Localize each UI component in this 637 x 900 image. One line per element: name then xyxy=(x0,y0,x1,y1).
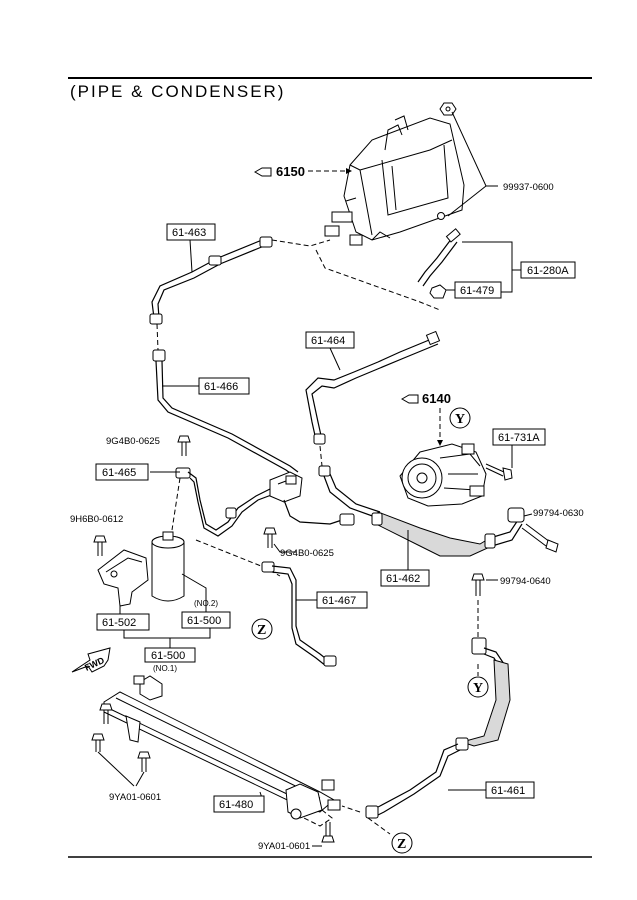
callout-61-500-lower: 61-500 xyxy=(151,650,185,662)
callout-61-464: 61-464 xyxy=(311,335,345,347)
callout-61-467: 61-467 xyxy=(322,595,356,607)
drain-nut xyxy=(429,284,447,299)
callout-61-466: 61-466 xyxy=(204,381,238,393)
bolts-9YA01-0601-left xyxy=(91,703,151,772)
bracket-61-502 xyxy=(97,549,149,607)
bolt-9G4B0-0625-upper xyxy=(177,435,191,456)
callout-99937-0600: 99937-0600 xyxy=(503,182,554,193)
callout-61-461: 61-461 xyxy=(491,785,525,797)
condenser xyxy=(103,675,341,820)
hose-61-462 xyxy=(323,473,525,557)
callout-9G4B0-0625-lower: 9G4B0-0625 xyxy=(280,548,334,559)
pipe-61-466 xyxy=(152,323,299,477)
callout-box-61-731A xyxy=(492,428,546,446)
callout-no2: (NO.2) xyxy=(194,599,218,608)
bolt-99794-0640 xyxy=(471,573,485,596)
pipe-61-464 xyxy=(305,330,441,477)
marker-z-circle-lower xyxy=(391,832,413,854)
callout-61-479: 61-479 xyxy=(460,285,494,297)
compressor xyxy=(399,443,487,507)
callout-99794-0630: 99794-0630 xyxy=(533,508,584,519)
marker-z-upper: Z xyxy=(257,623,266,638)
callout-box-61-502 xyxy=(96,613,150,631)
callout-box-61-461 xyxy=(485,781,535,799)
evaporator-unit xyxy=(324,115,465,246)
callout-box-61-479 xyxy=(454,281,502,299)
marker-y-circle-lower xyxy=(467,676,489,698)
callout-61-465: 61-465 xyxy=(102,467,136,479)
expansion-valve-block xyxy=(269,471,303,503)
callout-box-61-467 xyxy=(316,591,368,609)
receiver-drier xyxy=(151,531,185,602)
ref-6150-label: 6150 xyxy=(276,164,305,179)
fwd-arrow-icon xyxy=(71,647,111,673)
marker-y-lower: Y xyxy=(473,681,483,696)
callout-61-500-upper: 61-500 xyxy=(187,615,221,627)
callout-box-61-464 xyxy=(305,331,355,349)
callout-9YA01-0601-bottom: 9YA01-0601 xyxy=(258,841,310,852)
callout-box-61-465 xyxy=(95,463,149,481)
callout-box-61-280A xyxy=(520,261,576,279)
callout-99794-0640: 99794-0640 xyxy=(500,576,551,587)
callout-box-61-463 xyxy=(166,223,216,241)
marker-z-circle-upper xyxy=(251,618,273,640)
callout-61-731A: 61-731A xyxy=(498,432,540,444)
marker-y-circle xyxy=(449,407,471,429)
hose-61-461 xyxy=(365,637,511,819)
pipe-61-465 xyxy=(175,467,275,537)
ref-6150-arrow-icon xyxy=(253,167,272,177)
pipe-61-467 xyxy=(261,561,337,667)
evaporator-nut-top xyxy=(439,102,457,116)
bolt-9H6B0-0612 xyxy=(93,535,107,556)
callout-61-480: 61-480 xyxy=(219,799,253,811)
callout-61-502: 61-502 xyxy=(102,617,136,629)
bolt-9YA01-0601-bottom xyxy=(321,822,335,843)
pipe-61-463 xyxy=(149,236,273,325)
callout-box-61-480 xyxy=(213,795,265,813)
bolt-9G4B0-0625-lower xyxy=(263,527,277,548)
marker-y-upper: Y xyxy=(455,412,465,427)
ref-6140-label: 6140 xyxy=(422,391,451,406)
drain-hose xyxy=(417,228,461,287)
bolt-61-731A xyxy=(485,463,513,481)
callout-9H6B0-0612: 9H6B0-0612 xyxy=(70,514,123,525)
marker-z-lower: Z xyxy=(397,837,406,852)
callout-no1: (NO.1) xyxy=(153,664,177,673)
diagram-title: (PIPE & CONDENSER) xyxy=(70,82,285,101)
callout-box-61-500-upper xyxy=(181,611,231,629)
sensor-connector xyxy=(283,499,355,526)
callout-box-61-466 xyxy=(198,377,250,395)
callout-9G4B0-0625-upper: 9G4B0-0625 xyxy=(106,436,160,447)
callout-61-463: 61-463 xyxy=(172,227,206,239)
callout-61-280A: 61-280A xyxy=(527,265,569,277)
callout-9YA01-0601-left: 9YA01-0601 xyxy=(109,792,161,803)
bolt-99794-0630 xyxy=(521,523,559,553)
callout-box-61-500-lower xyxy=(144,647,196,663)
callout-box-61-462 xyxy=(380,569,430,587)
callout-61-462: 61-462 xyxy=(386,573,420,585)
ref-6140-arrow-icon xyxy=(400,394,419,404)
